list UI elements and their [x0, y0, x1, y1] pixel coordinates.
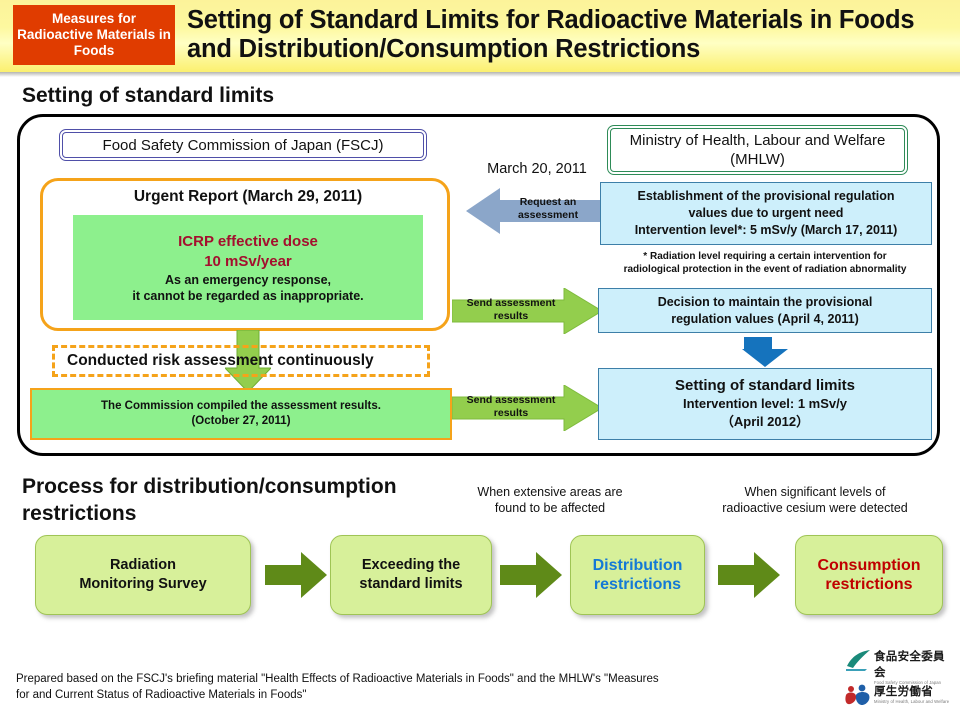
fscj-logo-jp: 食品安全委員会 — [874, 651, 945, 679]
arrow-left-icon — [466, 188, 604, 234]
decision-maintain-box: Decision to maintain the provisional reg… — [598, 288, 932, 333]
send-results-arrow-1: Send assessment results — [451, 287, 603, 335]
process-step-distribution-restrictions[interactable]: Distribution restrictions — [570, 535, 705, 615]
footer-source-note: Prepared based on the FSCJ's briefing ma… — [16, 671, 776, 703]
commission-line-1: The Commission compiled the assessment r… — [101, 400, 381, 412]
arrow-right-icon — [451, 287, 603, 335]
step-4-line-1: Consumption — [817, 557, 921, 574]
icrp-dose-box: ICRP effective dose 10 mSv/year As an em… — [73, 215, 423, 320]
process-step-exceeding-limits[interactable]: Exceeding the standard limits — [330, 535, 492, 615]
est-line-1: Establishment of the provisional regulat… — [637, 189, 895, 203]
condition-2-line-2: radioactive cesium were detected — [722, 501, 908, 515]
continuous-risk-assessment-label: Conducted risk assessment continuously — [67, 352, 374, 369]
request-assessment-label: Request an assessment — [517, 196, 579, 221]
est-line-3: Intervention level*: 5 mSv/y (March 17, … — [634, 223, 898, 237]
step-3-line-1: Distribution — [592, 557, 683, 574]
footnote-line-2: radiological protection in the event of … — [623, 264, 907, 275]
mhlw-mark-icon — [845, 684, 870, 705]
footer-note-line-1: Prepared based on the FSCJ's briefing ma… — [16, 673, 659, 685]
condition-2-line-1: When significant levels of — [744, 485, 886, 499]
process-step-radiation-monitoring[interactable]: Radiation Monitoring Survey — [35, 535, 251, 615]
icrp-line-3: As an emergency response, — [164, 272, 332, 287]
decision-line-2: regulation values (April 4, 2011) — [671, 311, 859, 326]
continuous-risk-assessment-box: Conducted risk assessment continuously — [52, 345, 430, 377]
setting-line-3: （April 2012） — [720, 414, 810, 429]
step-2-line-1: Exceeding the — [361, 557, 461, 573]
agency-logos: 食品安全委員会 Food Safety Commission of Japan … — [845, 648, 955, 714]
condition-label-2: When significant levels of radioactive c… — [690, 484, 940, 516]
icrp-line-1: ICRP effective dose — [178, 232, 318, 250]
condition-1-line-2: found to be affected — [494, 501, 606, 515]
decision-line-1: Decision to maintain the provisional — [657, 294, 873, 309]
logo-fscj: 食品安全委員会 Food Safety Commission of Japan — [845, 648, 955, 685]
footnote-line-1: * Radiation level requiring a certain in… — [643, 251, 887, 262]
logo-mhlw: 厚生労働省 Ministry of Health, Labour and Wel… — [845, 682, 955, 712]
commission-results-box: The Commission compiled the assessment r… — [30, 388, 452, 440]
setting-line-2: Intervention level: 1 mSv/y — [682, 396, 847, 411]
section-title-setting-limits: Setting of standard limits — [22, 84, 275, 107]
est-line-2: values due to urgent need — [688, 206, 844, 220]
process-arrow-1-icon — [265, 552, 327, 598]
page-title: Setting of Standard Limits for Radioacti… — [187, 6, 915, 63]
org-box-mhlw: Ministry of Health, Labour and Welfare (… — [607, 125, 908, 175]
icrp-line-4: it cannot be regarded as inappropriate. — [132, 288, 364, 303]
march-20-date-label: March 20, 2011 — [487, 161, 587, 177]
arrow-right-icon — [451, 384, 603, 432]
step-3-line-2: restrictions — [593, 576, 682, 593]
request-assessment-arrow: Request an assessment — [466, 186, 604, 236]
header-category-tag: Measures for Radioactive Materials in Fo… — [13, 5, 175, 65]
header-shadow — [0, 72, 960, 77]
step-4-line-2: restrictions — [825, 576, 913, 593]
condition-1-line-1: When extensive areas are — [477, 485, 623, 499]
icrp-line-2: 10 mSv/year — [204, 252, 292, 270]
process-step-consumption-restrictions[interactable]: Consumption restrictions — [795, 535, 943, 615]
step-1-line-1: Radiation — [109, 557, 177, 573]
step-1-line-2: Monitoring Survey — [79, 576, 207, 592]
mhlw-logo-en: Ministry of Health, Labour and Welfare — [874, 699, 950, 704]
send-results-label-1: Send assessment results — [466, 297, 556, 322]
provisional-values-box: Establishment of the provisional regulat… — [600, 182, 932, 245]
send-results-label-2: Send assessment results — [466, 394, 556, 419]
mhlw-logo-jp: 厚生労働省 — [874, 686, 933, 698]
condition-label-1: When extensive areas are found to be aff… — [455, 484, 645, 516]
footer-note-line-2: for and Current Status of Radioactive Ma… — [16, 689, 307, 701]
process-arrow-2-icon — [500, 552, 562, 598]
blue-down-arrow-icon — [742, 337, 788, 367]
urgent-report-title: Urgent Report (March 29, 2011) — [133, 188, 363, 205]
intervention-level-footnote: * Radiation level requiring a certain in… — [590, 250, 940, 276]
setting-standard-limits-box: Setting of standard limits Intervention … — [598, 368, 932, 440]
commission-line-2: (October 27, 2011) — [191, 415, 291, 427]
fscj-mark-icon — [846, 650, 870, 671]
process-arrow-3-icon — [718, 552, 780, 598]
fscj-logo-en: Food Safety Commission of Japan — [874, 680, 942, 685]
setting-line-1: Setting of standard limits — [674, 377, 855, 394]
org-box-fscj: Food Safety Commission of Japan (FSCJ) — [59, 129, 427, 161]
step-2-line-2: standard limits — [359, 576, 463, 592]
send-results-arrow-2: Send assessment results — [451, 384, 603, 432]
section-title-process: Process for distribution/consumption res… — [22, 475, 397, 525]
urgent-report-box: Urgent Report (March 29, 2011) ICRP effe… — [40, 178, 450, 331]
